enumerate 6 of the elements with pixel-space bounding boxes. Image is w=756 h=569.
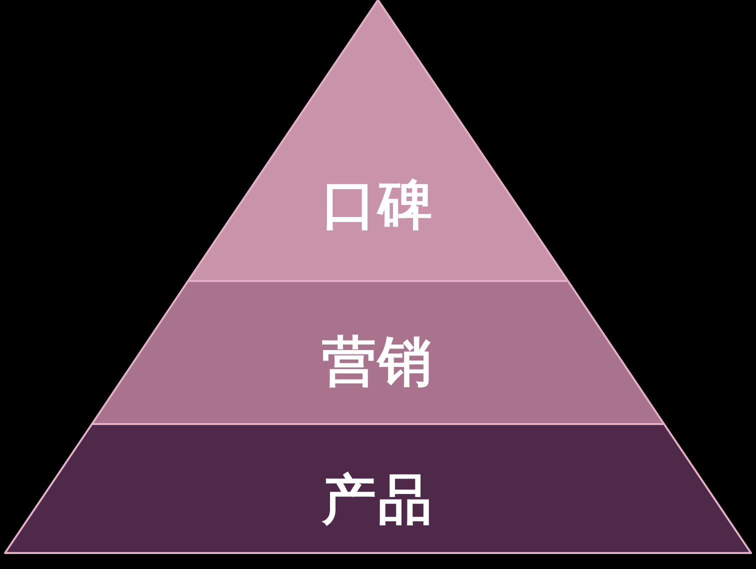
pyramid-top-tier <box>188 0 568 281</box>
pyramid-middle-tier <box>92 281 664 424</box>
tier-label: 产品 <box>322 470 434 530</box>
pyramid-bottom-tier <box>5 424 751 553</box>
tier-label: 营销 <box>322 332 434 392</box>
tier-label: 口碑 <box>322 175 434 235</box>
